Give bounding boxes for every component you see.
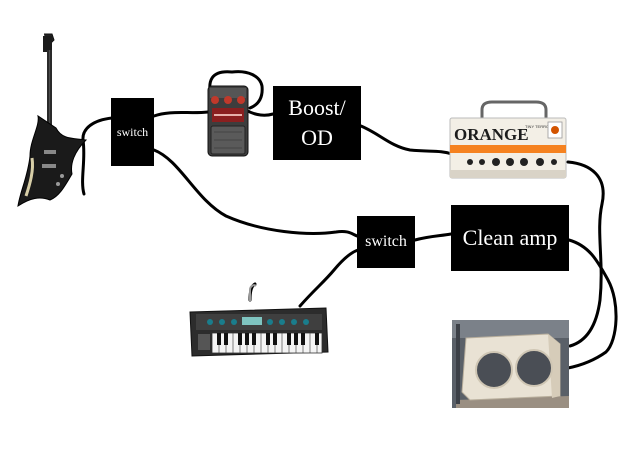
cable-boost-to-amphead: [359, 124, 454, 156]
boost-od-label: Boost/ OD: [288, 95, 346, 150]
cable-amphead-to-cab: [566, 160, 605, 348]
boost-od-box: Boost/ OD: [273, 86, 361, 160]
switch-top-label: switch: [116, 124, 149, 139]
switch-box-bottom: switch: [357, 216, 415, 268]
amp-head-model-label: TINY TERROR: [525, 124, 552, 129]
clean-amp-box: Clean amp: [451, 205, 569, 271]
cable-pedal-to-boost: [244, 108, 275, 117]
synthesizer-icon: [189, 284, 329, 357]
cable-switch-to-pedal: [152, 110, 210, 118]
amp-head-icon: ORANGE TINY TERROR: [449, 100, 567, 179]
switch-box-top: switch: [111, 98, 154, 166]
synth-keyboard: [211, 332, 323, 354]
guitar-icon: [17, 33, 88, 208]
cable-synth-to-switch: [298, 248, 360, 308]
distortion-pedal-icon: [207, 85, 249, 157]
speaker-cabinet-icon: [452, 320, 569, 408]
clean-amp-label: Clean amp: [462, 225, 558, 250]
amp-head-brand-label: ORANGE: [454, 125, 529, 144]
cable-pedal-loop: [208, 70, 264, 110]
switch-bottom-label: switch: [365, 233, 407, 250]
cable-switch-to-switch: [152, 148, 359, 238]
cable-switch-to-clean: [413, 232, 453, 242]
cable-clean-to-cab: [566, 238, 618, 370]
